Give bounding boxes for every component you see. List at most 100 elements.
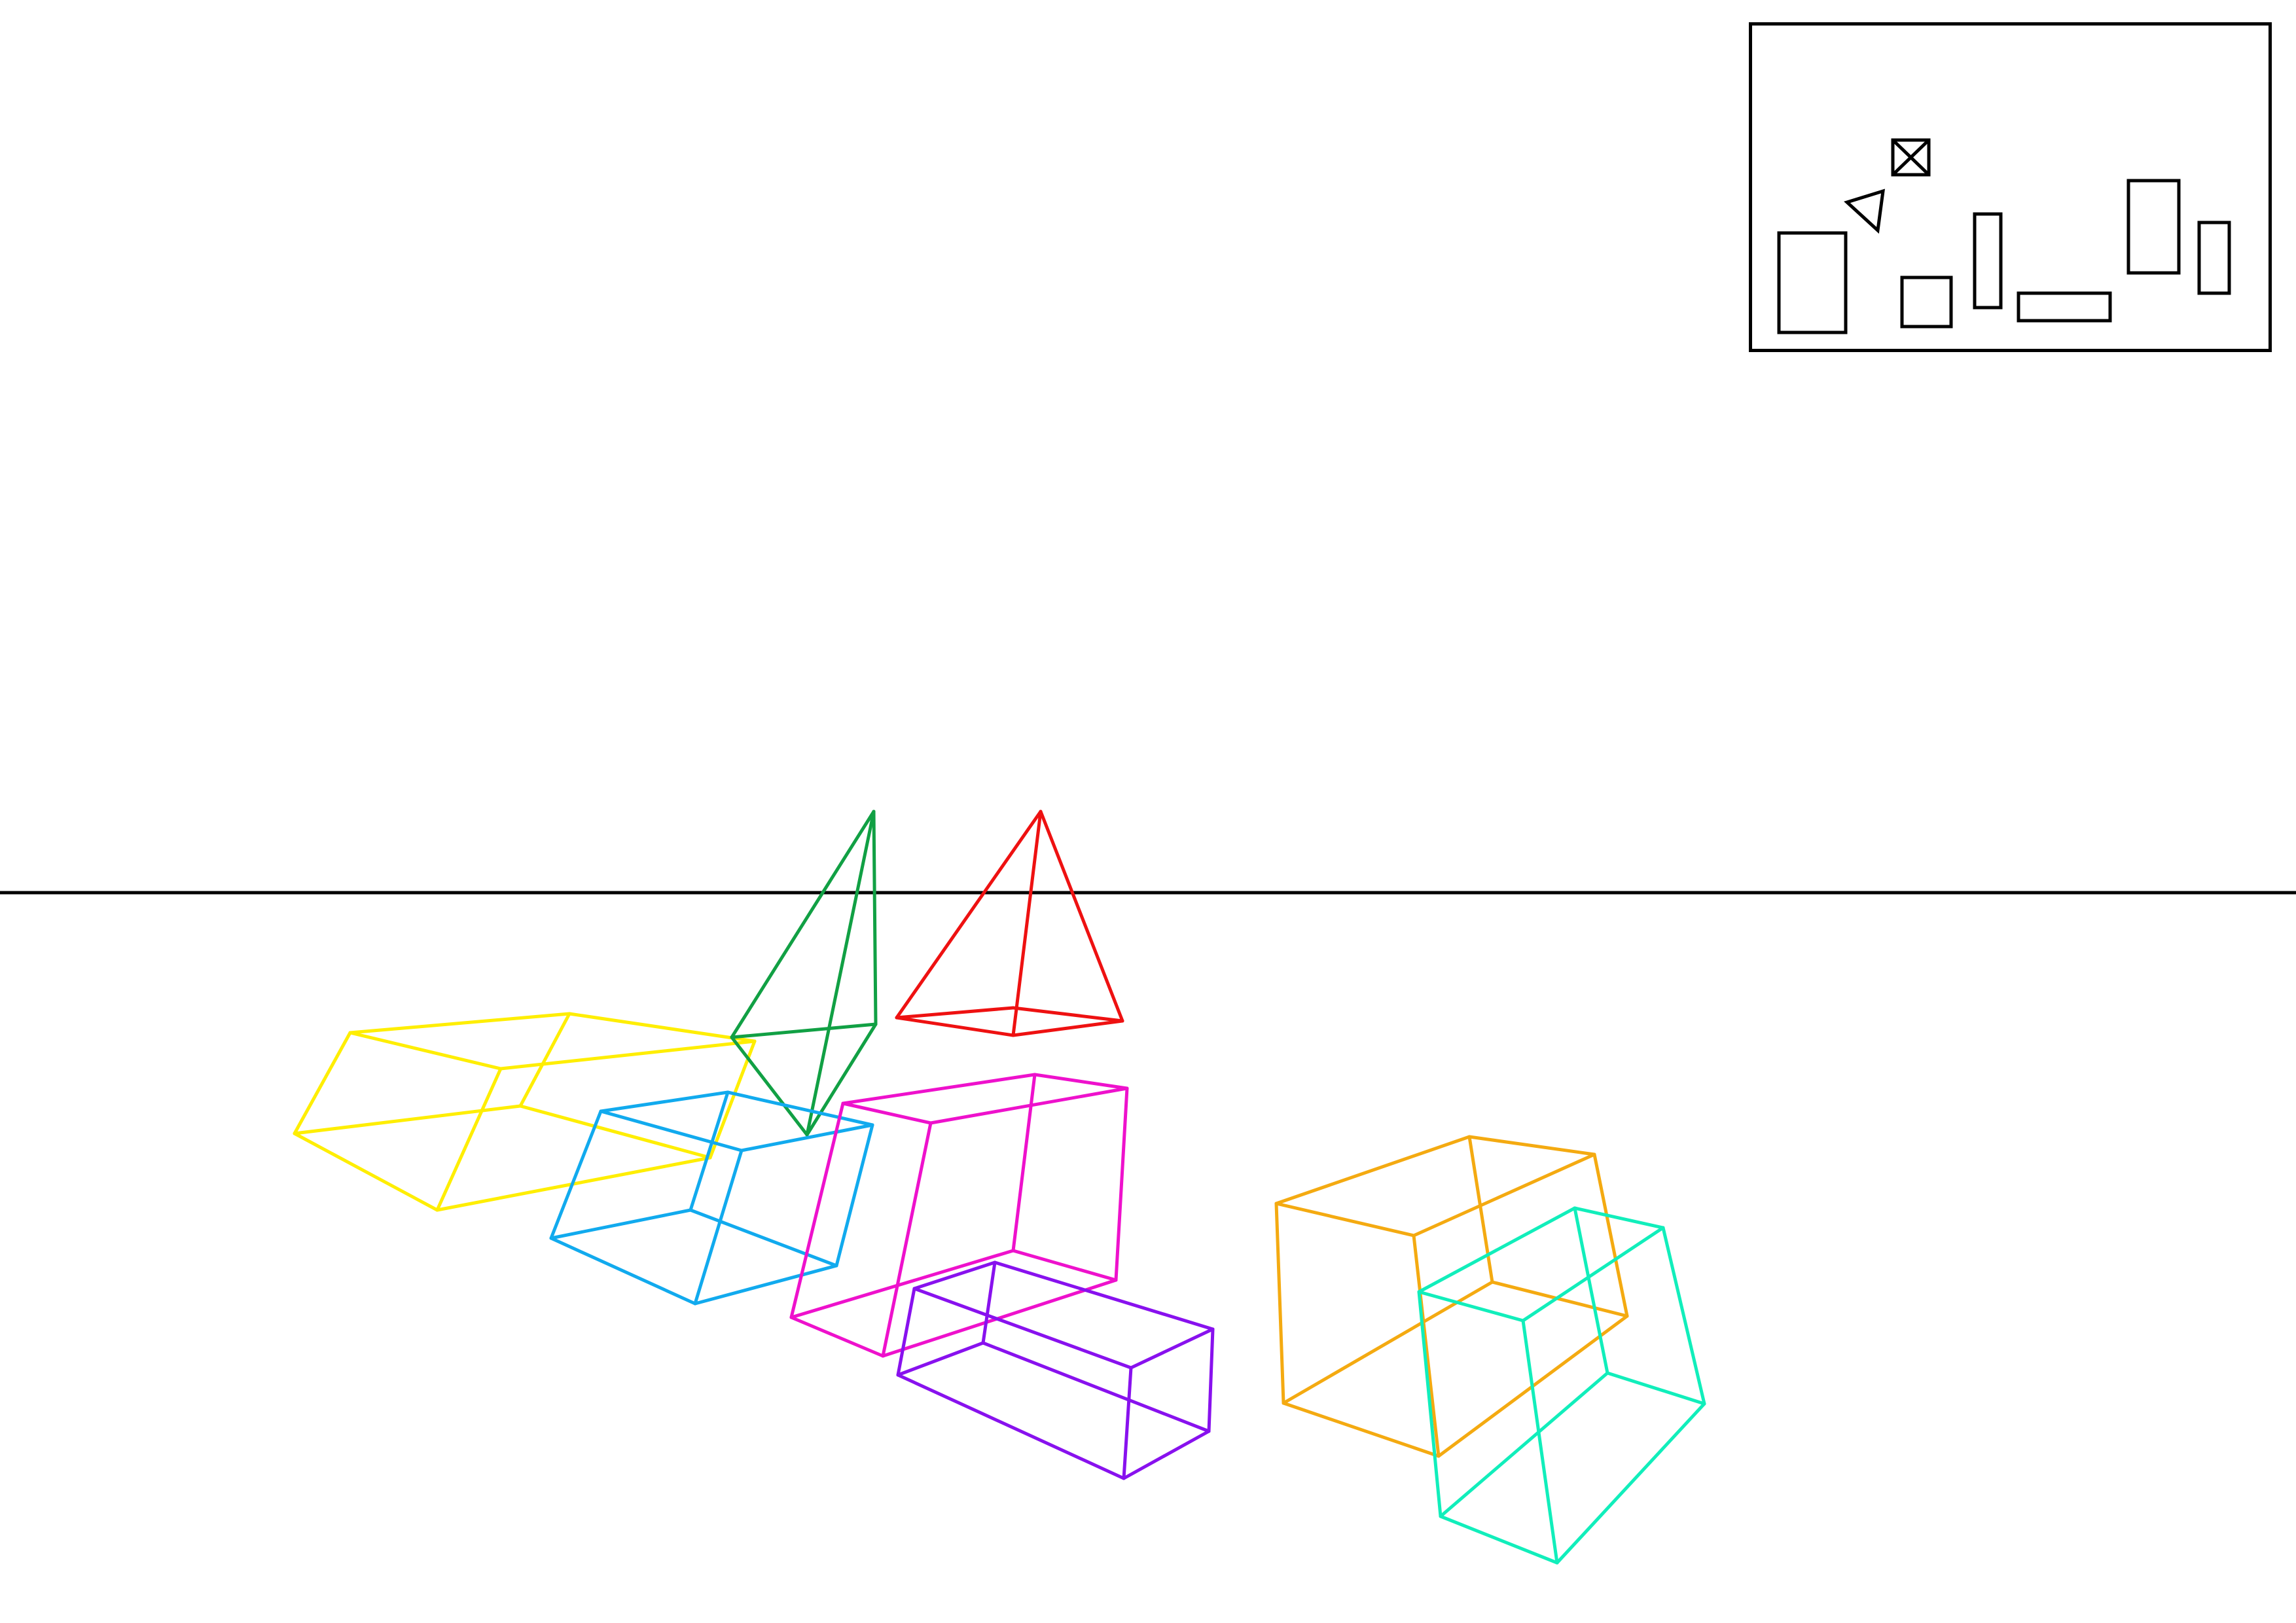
yellow-box-wireframe-edge	[518, 1012, 571, 1108]
red-pyramid-wireframe-edge	[1011, 810, 1043, 1037]
blue-box-wireframe-edge	[549, 1208, 692, 1240]
red-pyramid-wireframe-edge	[895, 810, 1043, 1020]
teal-box-wireframe-edge	[1439, 1371, 1609, 1518]
orange-box-wireframe[interactable]	[1274, 1135, 1629, 1458]
teal-box-wireframe-edge	[1439, 1514, 1559, 1565]
blue-box-wireframe-edge	[740, 1123, 874, 1152]
magenta-box-wireframe-edge	[1011, 1249, 1118, 1282]
red-pyramid-wireframe-edge	[1011, 1006, 1124, 1023]
green-pyramid-wireframe-edge	[730, 810, 876, 1039]
purple-box-wireframe-edge	[981, 1341, 1211, 1433]
blue-box-wireframe-edge	[693, 1264, 838, 1306]
purple-box-wireframe-edge	[1122, 1366, 1133, 1480]
magenta-box-wireframe-edge	[1033, 1073, 1129, 1090]
orange-box-wireframe-edge	[1274, 1202, 1416, 1238]
blue-box-wireframe-edge	[599, 1109, 744, 1152]
orange-box-wireframe-edge	[1282, 1401, 1441, 1458]
purple-box-wireframe-edge	[1122, 1429, 1211, 1480]
red-pyramid-wireframe-edge	[1039, 810, 1124, 1023]
yellow-box-wireframe-edge	[499, 1039, 757, 1071]
yellow-box-wireframe[interactable]	[293, 1012, 757, 1212]
green-pyramid-wireframe-edge	[805, 810, 876, 1137]
minimap-frame	[1749, 22, 2272, 352]
teal-box-wireframe-edge	[1417, 1290, 1443, 1518]
minimap-building-5	[2126, 179, 2181, 275]
teal-box-wireframe-edge	[1661, 1226, 1706, 1406]
magenta-box-wireframe-edge	[789, 1101, 845, 1319]
minimap-pointer-icon[interactable]	[1844, 188, 1885, 234]
orange-box-wireframe-edge	[1467, 1135, 1494, 1284]
magenta-box-wireframe-edge	[929, 1086, 1129, 1125]
blue-box-wireframe[interactable]	[549, 1090, 874, 1306]
blue-box-wireframe-edge	[599, 1090, 730, 1113]
yellow-box-wireframe-edge	[293, 1104, 522, 1135]
yellow-box-wireframe-edge	[348, 1031, 503, 1071]
purple-box-wireframe-edge	[981, 1260, 997, 1345]
red-pyramid-wireframe-edge	[1011, 1019, 1124, 1037]
minimap-building-1	[1777, 231, 1848, 334]
magenta-box-wireframe-edge	[1011, 1073, 1037, 1253]
green-pyramid-wireframe[interactable]	[730, 810, 878, 1137]
orange-box-wireframe-edge	[1592, 1152, 1629, 1318]
teal-box-wireframe-edge	[1417, 1290, 1525, 1323]
purple-box-wireframe-edge	[896, 1341, 985, 1377]
minimap-building-4	[2017, 291, 2112, 323]
yellow-box-wireframe-edge	[567, 1012, 757, 1043]
teal-box-wireframe-edge	[1573, 1206, 1609, 1375]
red-pyramid-wireframe-edge	[895, 1006, 1015, 1020]
minimap-panel	[1749, 22, 2272, 352]
purple-box-wireframe-edge	[896, 1373, 1126, 1480]
blue-box-wireframe-edge	[834, 1123, 874, 1268]
orange-box-wireframe-edge	[1467, 1135, 1596, 1156]
orange-box-wireframe-edge	[1274, 1202, 1285, 1405]
purple-box-wireframe-edge	[993, 1260, 1215, 1331]
teal-box-wireframe-edge	[1521, 1226, 1665, 1323]
green-pyramid-wireframe-edge	[730, 1035, 809, 1137]
orange-box-wireframe-edge	[1274, 1135, 1471, 1205]
blue-box-wireframe-edge	[693, 1149, 744, 1306]
blue-box-wireframe-edge	[549, 1236, 697, 1306]
yellow-box-wireframe-edge	[348, 1012, 571, 1035]
teal-box-wireframe-edge	[1521, 1319, 1559, 1565]
magenta-box-wireframe-edge	[841, 1101, 933, 1125]
teal-box-wireframe-edge	[1573, 1206, 1665, 1230]
teal-box-wireframe-edge	[1605, 1371, 1706, 1406]
red-pyramid-wireframe[interactable]	[895, 810, 1124, 1037]
purple-box-wireframe-edge	[1207, 1327, 1215, 1433]
orange-box-wireframe-edge	[1412, 1152, 1596, 1238]
purple-box-wireframe[interactable]	[896, 1260, 1215, 1480]
magenta-box-wireframe-edge	[841, 1073, 1037, 1105]
minimap-building-6	[2197, 221, 2231, 295]
orange-box-wireframe-edge	[1412, 1234, 1441, 1458]
orange-box-wireframe-edge	[1490, 1280, 1629, 1318]
yellow-box-wireframe-edge	[518, 1104, 712, 1160]
teal-box-wireframe[interactable]	[1417, 1206, 1706, 1565]
purple-box-wireframe-edge	[896, 1287, 916, 1377]
blue-box-wireframe-edge	[689, 1208, 838, 1268]
purple-box-wireframe-edge	[912, 1260, 997, 1291]
yellow-box-wireframe-edge	[708, 1039, 757, 1160]
orange-box-wireframe-edge	[1282, 1280, 1494, 1405]
magenta-box-wireframe-edge	[789, 1315, 885, 1358]
magenta-box-wireframe-edge	[881, 1121, 933, 1358]
minimap-building-3	[1973, 212, 2003, 310]
blue-box-wireframe-edge	[689, 1090, 730, 1212]
yellow-box-wireframe-edge	[293, 1031, 352, 1135]
yellow-box-wireframe-edge	[435, 1067, 503, 1212]
blue-box-wireframe-edge	[549, 1109, 603, 1240]
green-pyramid-wireframe-edge	[730, 1022, 878, 1039]
red-pyramid-wireframe-edge	[895, 1016, 1015, 1037]
teal-box-wireframe-edge	[1555, 1402, 1706, 1565]
purple-box-wireframe-edge	[1129, 1327, 1215, 1370]
minimap-target-icon[interactable]	[1891, 138, 1931, 177]
wireframe-shapes	[293, 810, 1706, 1565]
magenta-box-wireframe-edge	[1114, 1086, 1129, 1282]
yellow-box-wireframe-edge	[293, 1132, 439, 1212]
green-pyramid-wireframe-edge	[805, 1022, 878, 1137]
green-pyramid-wireframe-edge	[872, 810, 878, 1026]
magenta-box-wireframe-edge	[789, 1249, 1015, 1319]
purple-box-wireframe-edge	[912, 1287, 1133, 1370]
blue-box-wireframe-edge	[726, 1090, 874, 1127]
teal-box-wireframe-edge	[1417, 1206, 1577, 1294]
